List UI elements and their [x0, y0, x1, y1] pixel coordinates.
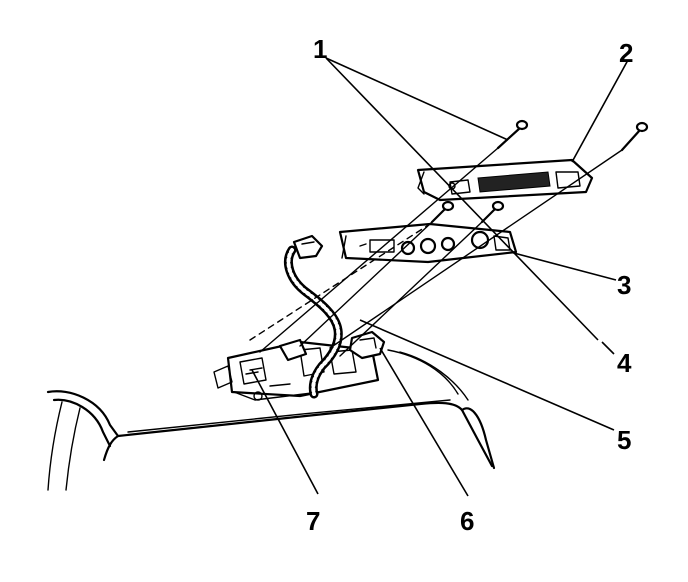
- roof-headliner: [46, 349, 496, 491]
- callout-7: 7: [306, 506, 321, 536]
- overhead-lamp-assembly: [416, 158, 594, 202]
- screw-upper-right: [620, 121, 649, 152]
- alignment-lines: [249, 147, 623, 357]
- callout-5: 5: [617, 425, 632, 455]
- screws: [430, 119, 649, 224]
- callout-3: 3: [617, 270, 632, 300]
- callout-2: 2: [619, 38, 634, 68]
- overhead-console-module: [338, 222, 518, 264]
- leader-lines: [251, 57, 629, 497]
- wiring-harness: [278, 234, 343, 399]
- callout-6: 6: [460, 506, 475, 536]
- screw-upper-left: [496, 119, 529, 150]
- screw-mid-left: [430, 200, 455, 224]
- callout-1: 1: [313, 34, 328, 64]
- callout-4: 4: [617, 348, 632, 378]
- retaining-clip: [348, 330, 386, 360]
- screw-mid-right: [480, 200, 505, 224]
